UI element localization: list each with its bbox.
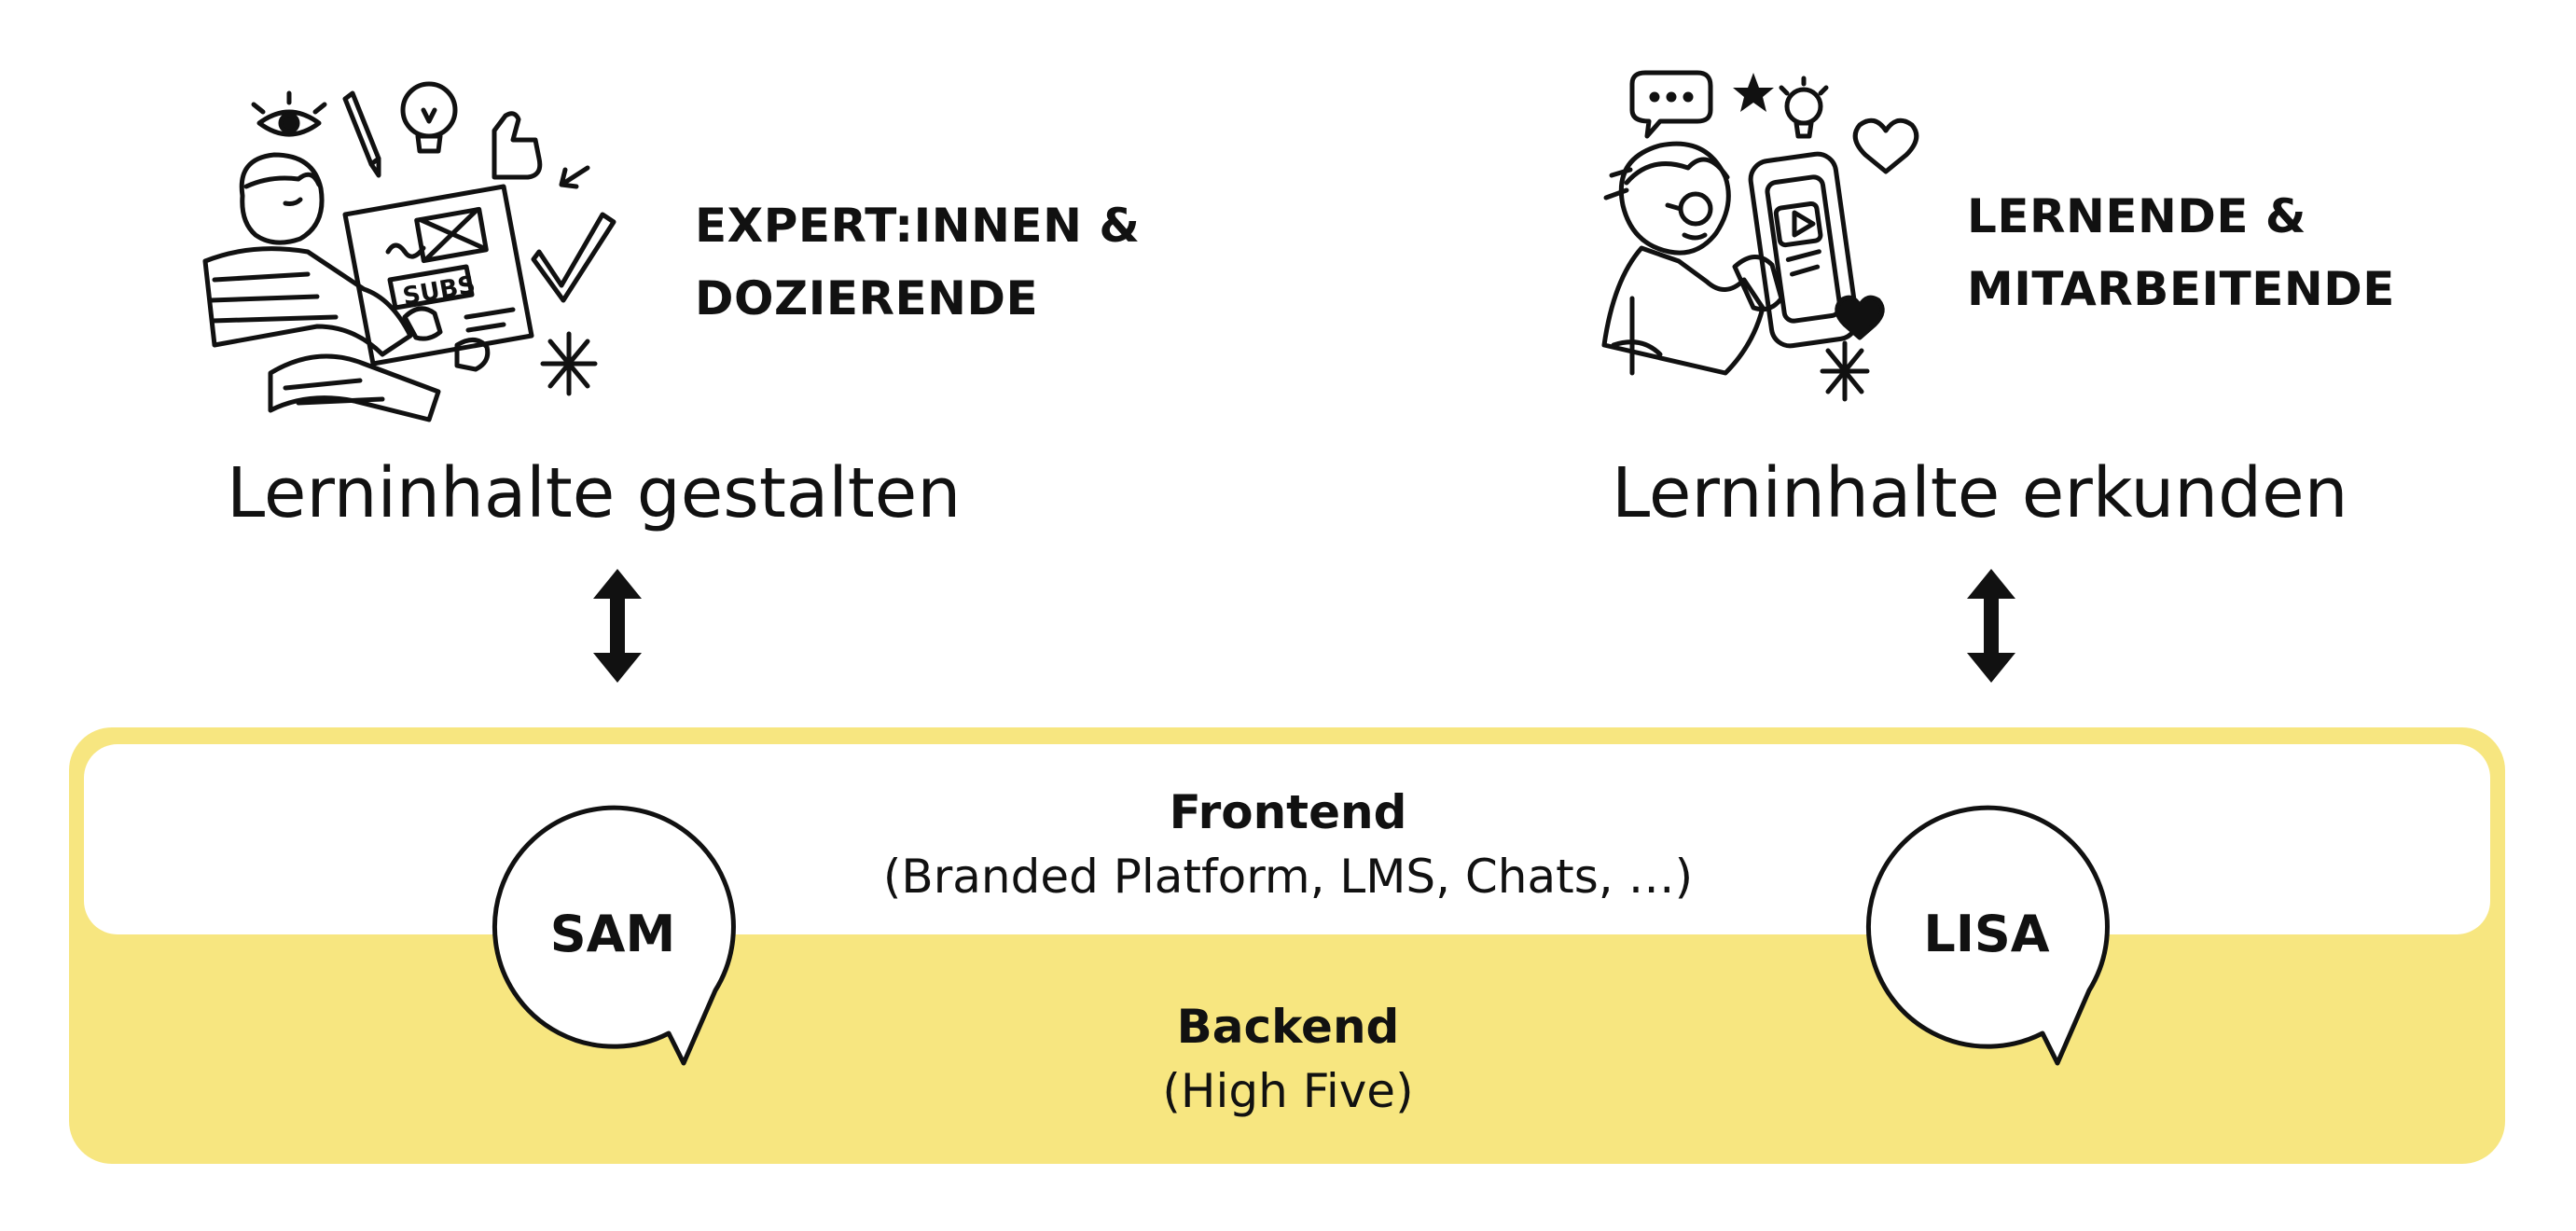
speech-bubble-sam: SAM bbox=[492, 805, 771, 1102]
role-line-1: EXPERT:INNEN & bbox=[695, 199, 1141, 253]
role-label-experts: EXPERT:INNEN & DOZIERENDE bbox=[695, 189, 1140, 335]
role-line-2: MITARBEITENDE bbox=[1967, 262, 2395, 316]
action-explore-content: Lerninhalte erkunden bbox=[1612, 453, 2348, 533]
learner-phone-sketch-icon bbox=[1595, 65, 1949, 410]
action-create-content: Lerninhalte gestalten bbox=[227, 453, 962, 533]
double-arrow-icon bbox=[589, 569, 645, 683]
speech-bubble-lisa: LISA bbox=[1865, 805, 2145, 1102]
frontend-subtitle: (Branded Platform, LMS, Chats, …) bbox=[882, 850, 1694, 904]
frontend-title: Frontend bbox=[1169, 785, 1407, 839]
double-arrow-icon bbox=[1963, 569, 2019, 683]
role-line-1: LERNENDE & bbox=[1967, 189, 2307, 243]
designer-sketch-icon: SUBS bbox=[196, 65, 634, 429]
bubble-label: LISA bbox=[1923, 905, 2050, 963]
role-line-2: DOZIERENDE bbox=[695, 271, 1039, 325]
bubble-label: SAM bbox=[549, 905, 676, 963]
backend-title: Backend bbox=[1176, 1000, 1400, 1054]
backend-subtitle: (High Five) bbox=[1162, 1064, 1414, 1118]
role-label-learners: LERNENDE & MITARBEITENDE bbox=[1967, 180, 2395, 325]
